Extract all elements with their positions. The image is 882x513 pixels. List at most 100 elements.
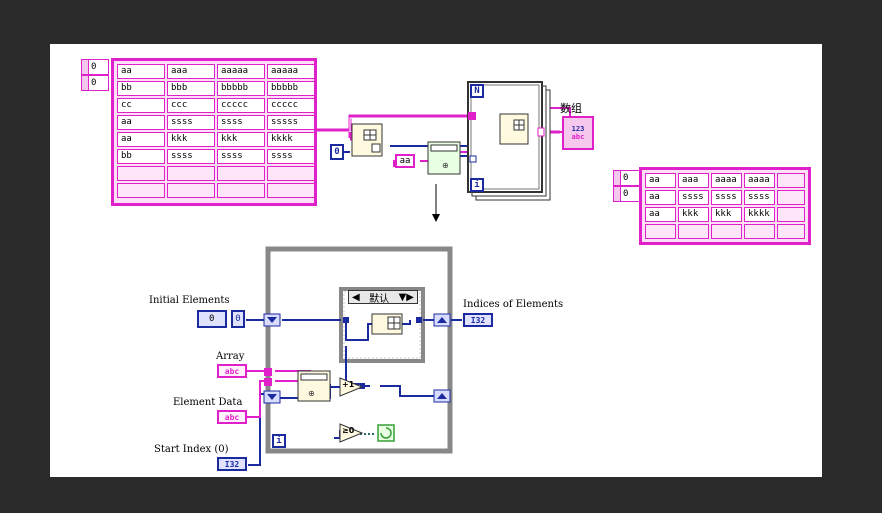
- result-indicator-abc: abc: [571, 133, 585, 141]
- array-cell[interactable]: aaaaa: [217, 64, 265, 79]
- increment-node: [339, 377, 364, 397]
- array-cell[interactable]: aaa: [678, 173, 709, 188]
- case-selector[interactable]: ◀ 默认 ▼▶: [348, 290, 418, 305]
- case-array-node: [371, 313, 403, 335]
- array-cell[interactable]: aa: [645, 173, 676, 188]
- array-cell[interactable]: kkkk: [267, 132, 315, 147]
- array-cell[interactable]: ssss: [167, 149, 215, 164]
- array-cell-empty[interactable]: [217, 166, 265, 181]
- loop-iteration-terminal: i: [470, 178, 484, 192]
- array-cell[interactable]: kkk: [167, 132, 215, 147]
- array-cell[interactable]: aa: [117, 132, 165, 147]
- start-index-control[interactable]: I32: [217, 457, 247, 471]
- loop-condition: [377, 424, 395, 442]
- indices-indicator[interactable]: I32: [463, 313, 493, 327]
- indices-label: Indices of Elements: [463, 299, 564, 310]
- case-selector-value: 默认: [369, 293, 390, 305]
- index-spinner[interactable]: [82, 60, 89, 74]
- array-cell[interactable]: ssss: [678, 190, 709, 205]
- array-cell-empty[interactable]: [167, 166, 215, 181]
- case-prev-icon[interactable]: ◀: [352, 291, 360, 303]
- array-cell-empty[interactable]: [645, 224, 676, 239]
- array-cell[interactable]: ccccc: [217, 98, 265, 113]
- array-cell[interactable]: aa: [117, 64, 165, 79]
- block-diagram: ⊕: [50, 44, 822, 477]
- result-indicator-numeric: 123: [571, 125, 585, 133]
- svg-text:⊕: ⊕: [308, 389, 315, 398]
- result-array-indicator[interactable]: 123 abc: [562, 116, 594, 150]
- down-arrow: [432, 184, 440, 222]
- array-cell-empty[interactable]: [117, 183, 165, 198]
- array-cell[interactable]: ccccc: [267, 98, 315, 113]
- loop-tunnels: [263, 112, 545, 404]
- loop-count-terminal[interactable]: N: [470, 84, 484, 98]
- index-spinner[interactable]: [614, 187, 621, 201]
- array-cell[interactable]: bb: [117, 81, 165, 96]
- right-array-index-0[interactable]: 0: [613, 170, 641, 186]
- case-next-icon[interactable]: ▼▶: [398, 291, 414, 303]
- array-cell[interactable]: ssss: [711, 190, 742, 205]
- array-cell[interactable]: ssss: [167, 115, 215, 130]
- increment-label: +1: [342, 380, 355, 389]
- initial-elements-label: Initial Elements: [149, 295, 230, 306]
- array-cell[interactable]: aaa: [167, 64, 215, 79]
- array-cell-empty[interactable]: [777, 207, 805, 222]
- for-loop-top: [467, 81, 551, 201]
- array-cell[interactable]: cc: [117, 98, 165, 113]
- index-array-node: [351, 123, 383, 157]
- index-spinner[interactable]: [82, 76, 89, 90]
- left-array-index-0[interactable]: 0: [81, 59, 109, 75]
- ge-zero-label: ≥0: [342, 426, 355, 435]
- array-cell[interactable]: bbbbb: [267, 81, 315, 96]
- left-array-index-1[interactable]: 0: [81, 75, 109, 91]
- array-cell[interactable]: aa: [645, 207, 676, 222]
- array-cell[interactable]: kkkk: [744, 207, 775, 222]
- array-cell[interactable]: ssss: [217, 149, 265, 164]
- array-cell[interactable]: kkk: [217, 132, 265, 147]
- const-zero[interactable]: 0: [330, 144, 344, 160]
- search-array-node: ⊕: [427, 141, 461, 175]
- svg-text:⊕: ⊕: [442, 161, 449, 170]
- array-cell[interactable]: kkk: [711, 207, 742, 222]
- array-cell[interactable]: bbbbb: [217, 81, 265, 96]
- element-data-label: Element Data: [173, 397, 243, 408]
- initial-elements-control[interactable]: 0: [197, 310, 227, 328]
- array-cell-empty[interactable]: [777, 224, 805, 239]
- array-cell[interactable]: ssss: [744, 190, 775, 205]
- array-cell-empty[interactable]: [117, 166, 165, 181]
- array-cell[interactable]: bbb: [167, 81, 215, 96]
- start-index-label: Start Index (0): [154, 444, 229, 455]
- array-cell-empty[interactable]: [711, 224, 742, 239]
- array-cell[interactable]: sssss: [267, 115, 315, 130]
- array-cell[interactable]: kkk: [678, 207, 709, 222]
- array-cell-empty[interactable]: [167, 183, 215, 198]
- array-cell[interactable]: aaaa: [711, 173, 742, 188]
- array-cell[interactable]: ssss: [217, 115, 265, 130]
- array-cell[interactable]: aaaaa: [267, 64, 315, 79]
- array-control[interactable]: abc: [217, 364, 247, 378]
- initial-elements-index[interactable]: 0: [231, 310, 245, 328]
- element-data-control[interactable]: abc: [217, 410, 247, 424]
- const-aa[interactable]: aa: [395, 154, 415, 168]
- wires-layer: ⊕: [246, 81, 571, 466]
- array-cell-empty[interactable]: [267, 183, 315, 198]
- array-cell-empty[interactable]: [678, 224, 709, 239]
- right-array-index-1[interactable]: 0: [613, 186, 641, 202]
- array-cell[interactable]: aaaa: [744, 173, 775, 188]
- index-spinner[interactable]: [614, 171, 621, 185]
- array-cell[interactable]: ssss: [267, 149, 315, 164]
- array-cell[interactable]: ccc: [167, 98, 215, 113]
- array-cell-empty[interactable]: [777, 173, 805, 188]
- array-cell-empty[interactable]: [217, 183, 265, 198]
- array-cell-empty[interactable]: [777, 190, 805, 205]
- while-loop-iteration-terminal: i: [272, 434, 286, 448]
- array-cell-empty[interactable]: [744, 224, 775, 239]
- search-node-bottom: ⊕: [297, 370, 331, 402]
- array-cell[interactable]: aa: [117, 115, 165, 130]
- array-cell-empty[interactable]: [267, 166, 315, 181]
- array-cell[interactable]: bb: [117, 149, 165, 164]
- array-cell[interactable]: aa: [645, 190, 676, 205]
